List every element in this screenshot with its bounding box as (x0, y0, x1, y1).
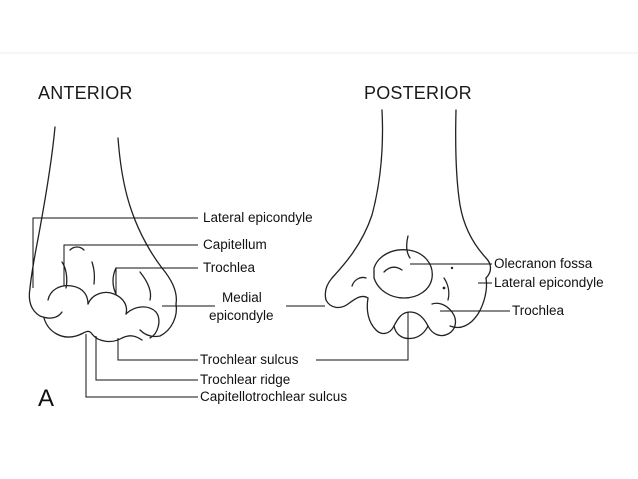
posterior-leaders (286, 263, 510, 361)
posterior-humerus (324, 109, 492, 340)
label-olecranon-fossa: Olecranon fossa (494, 256, 593, 271)
top-bar-shadow (0, 52, 638, 55)
anterior-humerus (28, 126, 178, 343)
panel-letter: A (38, 385, 54, 412)
label-lateral-epicondyle-anterior: Lateral epicondyle (203, 210, 313, 225)
label-lateral-epicondyle-posterior: Lateral epicondyle (494, 275, 604, 290)
label-trochlear-ridge: Trochlear ridge (200, 372, 290, 387)
label-capitellotrochlear-sulcus: Capitellotrochlear sulcus (200, 389, 347, 404)
anterior-title: ANTERIOR (38, 83, 133, 103)
label-medial-line1: Medial (222, 290, 262, 305)
label-capitellum: Capitellum (203, 237, 267, 252)
label-medial-line2: epicondyle (209, 308, 274, 323)
label-trochlea-posterior: Trochlea (512, 303, 565, 318)
posterior-title: POSTERIOR (364, 83, 472, 103)
label-trochlea-anterior: Trochlea (203, 260, 256, 275)
label-trochlear-sulcus: Trochlear sulcus (200, 352, 299, 367)
anterior-leaders (32, 217, 215, 398)
